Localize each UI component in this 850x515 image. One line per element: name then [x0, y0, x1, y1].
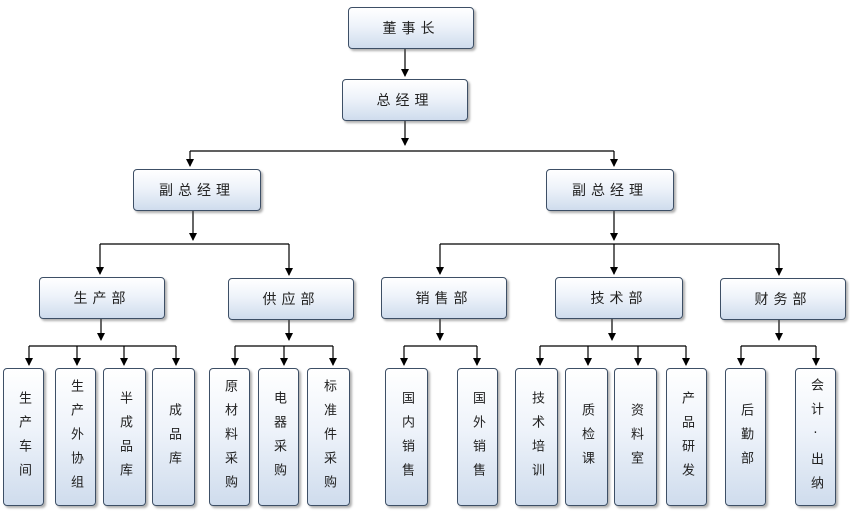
unit-semi-finished-store: 半成品库 [103, 368, 146, 506]
unit-accounting-cashier: 会计·出纳 [795, 368, 836, 506]
unit-archive-room: 资料室 [614, 368, 657, 506]
unit-standard-parts-purchase: 标准件采购 [307, 368, 350, 506]
unit-raw-material-purchase: 原材料采购 [209, 368, 250, 506]
vice-gm-right-box: 副总经理 [546, 169, 674, 211]
unit-production-outsourcing: 生产外协组 [55, 368, 96, 506]
dept-tech-box: 技术部 [555, 277, 683, 319]
unit-foreign-sales: 国外销售 [457, 368, 498, 506]
dept-finance-box: 财务部 [720, 278, 846, 320]
dept-production-box: 生产部 [39, 277, 165, 319]
dept-supply-box: 供应部 [228, 278, 354, 320]
vice-gm-left-box: 副总经理 [133, 169, 261, 211]
unit-quality-inspection: 质检课 [565, 368, 608, 506]
unit-electrical-purchase: 电器采购 [258, 368, 299, 506]
dept-sales-box: 销售部 [381, 277, 507, 319]
unit-product-rd: 产品研发 [666, 368, 707, 506]
unit-tech-training: 技术培训 [515, 368, 558, 506]
unit-logistics: 后勤部 [725, 368, 766, 506]
unit-domestic-sales: 国内销售 [385, 368, 428, 506]
unit-finished-store: 成品库 [152, 368, 195, 506]
general-manager-box: 总经理 [342, 79, 468, 121]
chairman-box: 董事长 [348, 7, 474, 49]
unit-production-workshop: 生产车间 [3, 368, 44, 506]
